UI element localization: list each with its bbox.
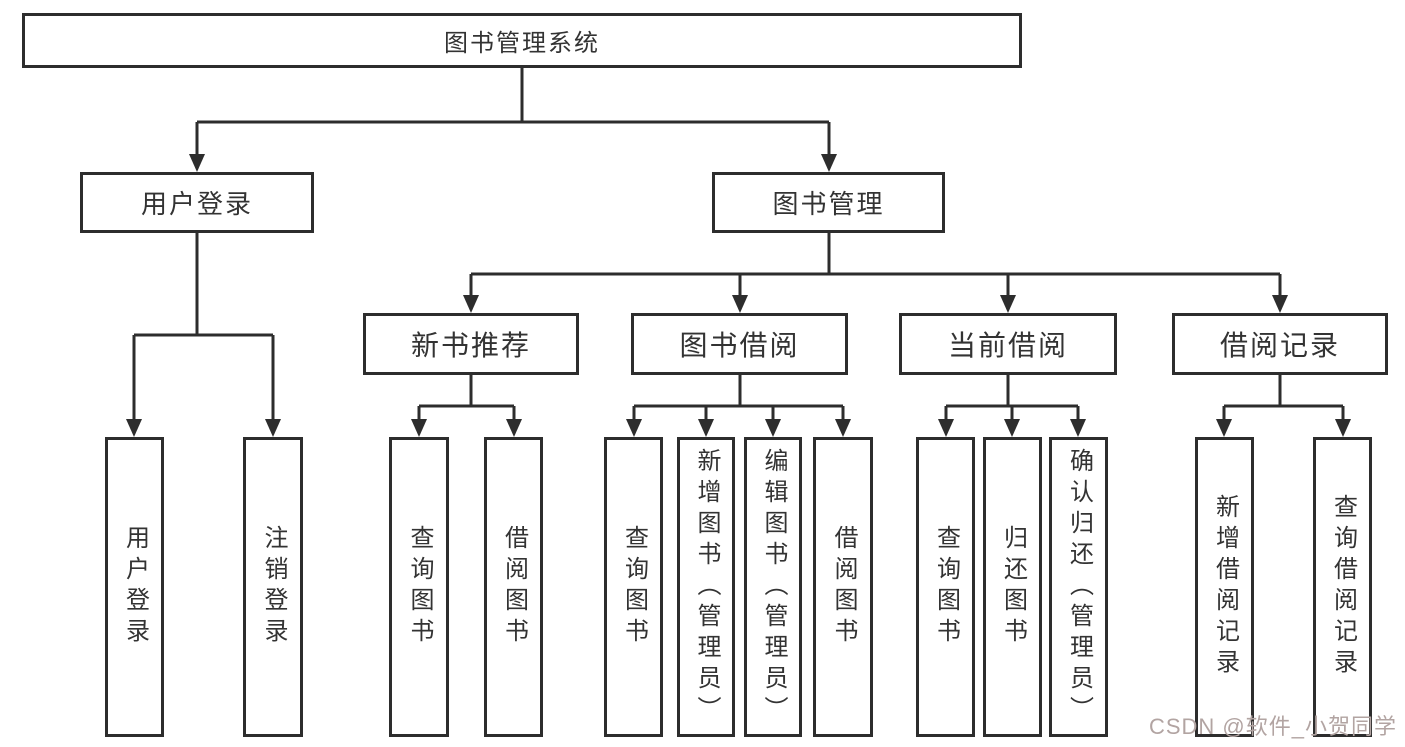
node-borrow-edit-books-admin-label: 编辑图书（管理员） [760, 447, 787, 727]
borrowing-connectors [626, 375, 851, 437]
node-borrow-borrow-books-label: 借阅图书 [830, 525, 857, 649]
node-records-query-record-label: 查询借阅记录 [1329, 494, 1357, 680]
node-root-label: 图书管理系统 [444, 30, 600, 57]
node-records-query-record: 查询借阅记录 [1313, 437, 1372, 737]
user-login-connectors [126, 233, 281, 437]
node-current-query-books: 查询图书 [916, 437, 975, 737]
node-login-label: 用户登录 [121, 525, 149, 649]
node-borrow-query-books-label: 查询图书 [620, 525, 648, 649]
node-user-login-label: 用户登录 [140, 189, 253, 219]
node-user-login: 用户登录 [80, 172, 314, 233]
current-connectors [938, 375, 1086, 437]
node-book-borrowing: 图书借阅 [631, 313, 848, 375]
node-new-book-recommendation: 新书推荐 [363, 313, 579, 375]
node-current-borrowing: 当前借阅 [899, 313, 1117, 375]
node-logout: 注销登录 [243, 437, 303, 737]
node-borrow-edit-books-admin: 编辑图书（管理员） [744, 437, 802, 737]
node-current-confirm-return-admin-label: 确认归还（管理员） [1065, 447, 1093, 727]
node-borrowing-records-label: 借阅记录 [1219, 330, 1340, 361]
node-current-return-books-label: 归还图书 [999, 525, 1027, 649]
node-current-confirm-return-admin: 确认归还（管理员） [1049, 437, 1108, 737]
node-root: 图书管理系统 [22, 13, 1022, 68]
node-login: 用户登录 [105, 437, 164, 737]
node-borrow-query-books: 查询图书 [604, 437, 663, 737]
node-records-add-record: 新增借阅记录 [1195, 437, 1254, 737]
node-recommend-borrow-books: 借阅图书 [484, 437, 543, 737]
node-borrow-borrow-books: 借阅图书 [813, 437, 873, 737]
book-management-connectors [463, 233, 1288, 313]
node-records-add-record-label: 新增借阅记录 [1211, 494, 1239, 680]
node-book-management: 图书管理 [712, 172, 945, 233]
node-book-management-label: 图书管理 [772, 189, 885, 219]
node-borrow-add-books-admin: 新增图书（管理员） [677, 437, 735, 737]
node-current-borrowing-label: 当前借阅 [947, 330, 1068, 361]
root-connectors [189, 68, 837, 172]
node-current-return-books: 归还图书 [983, 437, 1042, 737]
node-recommend-query-books-label: 查询图书 [406, 525, 433, 649]
node-new-book-recommendation-label: 新书推荐 [410, 330, 531, 361]
node-current-query-books-label: 查询图书 [932, 525, 960, 649]
records-connectors [1216, 375, 1351, 437]
node-recommend-query-books: 查询图书 [389, 437, 449, 737]
node-borrowing-records: 借阅记录 [1172, 313, 1388, 375]
recommend-connectors [411, 375, 522, 437]
node-logout-label: 注销登录 [260, 525, 287, 649]
node-book-borrowing-label: 图书借阅 [679, 330, 800, 361]
node-borrow-add-books-admin-label: 新增图书（管理员） [693, 447, 720, 727]
node-recommend-borrow-books-label: 借阅图书 [500, 525, 528, 649]
